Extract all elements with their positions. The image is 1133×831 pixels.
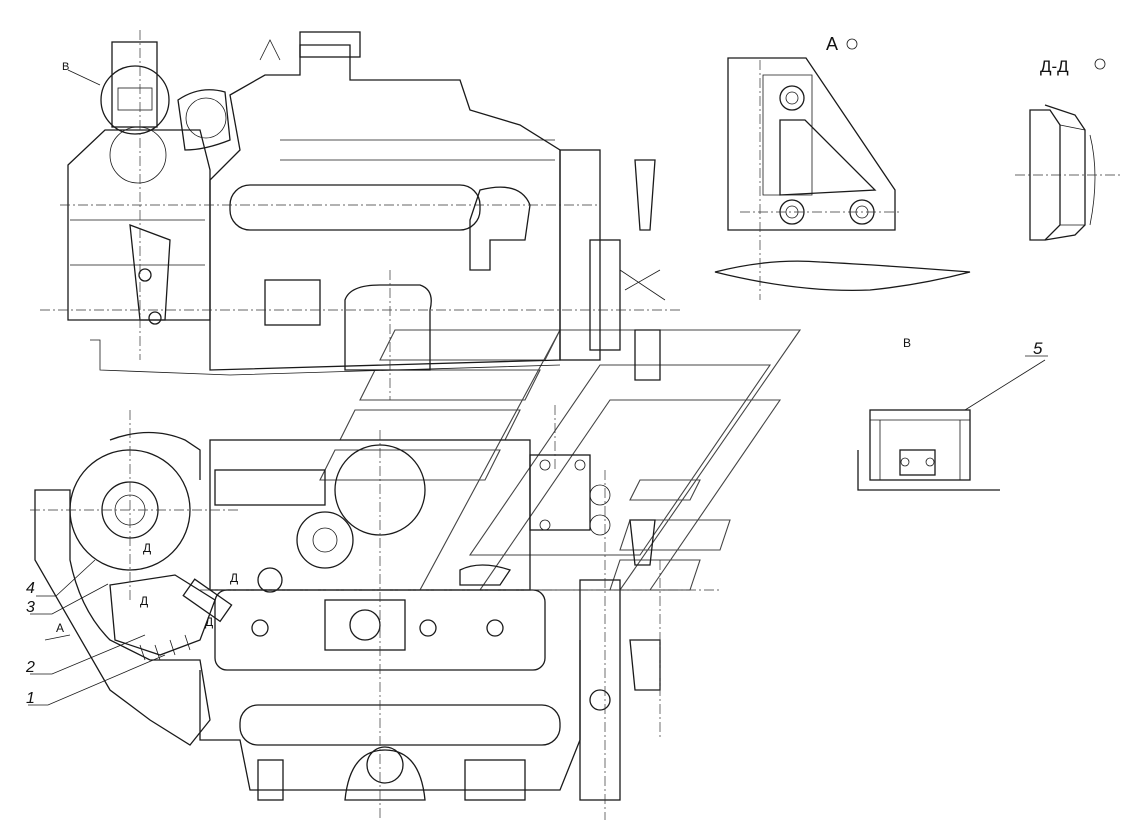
section-mark-d-3: Д (140, 594, 148, 608)
section-mark-d-2: Д (230, 571, 238, 585)
section-mark-d-4: Д (205, 615, 213, 629)
callout-2: 2 (25, 659, 35, 676)
section-d-d-label: Д-Д (1040, 57, 1069, 76)
callout-1: 1 (26, 690, 35, 707)
section-marker-icon (1094, 58, 1106, 70)
section-d-d (1015, 104, 1120, 241)
callout-4: 4 (26, 580, 35, 597)
watermark-logo (319, 329, 802, 591)
view-b-detail (857, 359, 1046, 491)
view-b-small-label: В (62, 61, 69, 73)
callout-leaders (28, 69, 1048, 706)
callout-3: 3 (26, 599, 35, 616)
callout-5: 5 (1033, 339, 1043, 358)
engine-side-elevation (40, 30, 680, 400)
view-b-label: В (903, 336, 911, 350)
view-a-label: А (826, 34, 838, 54)
engine-front-elevation (30, 405, 720, 820)
view-a-marker-icon (846, 38, 858, 50)
view-a-detail (714, 57, 971, 300)
view-arrow-label: А (56, 621, 64, 635)
section-mark-d-1: Д (143, 541, 151, 555)
